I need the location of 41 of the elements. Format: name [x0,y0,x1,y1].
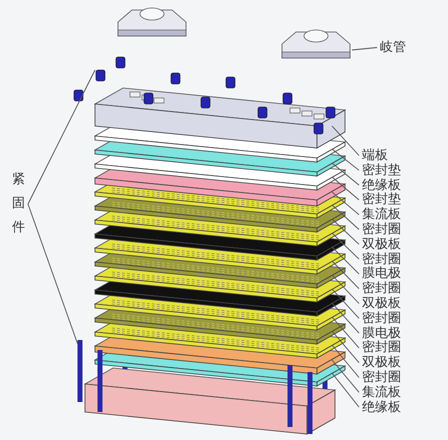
part-label: 密封圈 [362,222,401,237]
part-label: 集流板 [362,207,401,222]
part-label: 密封圈 [362,340,401,356]
part-label: 双极板 [362,296,401,311]
part-label: 密封圈 [362,281,401,296]
part-label: 密封垫 [362,162,401,178]
leader-line [332,148,360,171]
part-label: 端板 [362,148,388,163]
leader-line [332,192,360,216]
part-label: 膜电极 [362,266,401,282]
leader-line [332,260,360,290]
part-label: 紧固件 [12,168,26,240]
leader-line [332,330,360,364]
part-label: 密封圈 [362,252,401,267]
part-label: 密封圈 [362,370,401,385]
leader-line [332,126,360,156]
part-label: 密封垫 [362,192,401,208]
leader-line [332,360,360,393]
leader-line [332,246,360,274]
part-label: 绝缘板 [362,178,401,193]
leader-line [332,274,360,304]
part-label: 膜电极 [362,326,401,341]
leader-line [28,70,96,204]
leader-line [332,232,360,260]
leader-line [332,204,360,230]
part-label: 岐管 [380,40,406,55]
leader-line [28,204,78,346]
part-label: 绝缘板 [362,400,401,415]
leader-line [332,218,360,245]
leader-line [332,372,360,408]
part-label: 双极板 [362,355,401,370]
part-label: 双极板 [362,236,401,252]
leader-line [332,288,360,319]
leader-line [332,344,360,378]
part-label: 密封圈 [362,310,401,326]
leader-line [352,47,378,50]
leader-line [332,162,360,186]
leader-line [332,176,360,200]
leader-line [332,302,360,334]
part-label: 集流板 [362,384,401,400]
leader-line [332,316,360,348]
